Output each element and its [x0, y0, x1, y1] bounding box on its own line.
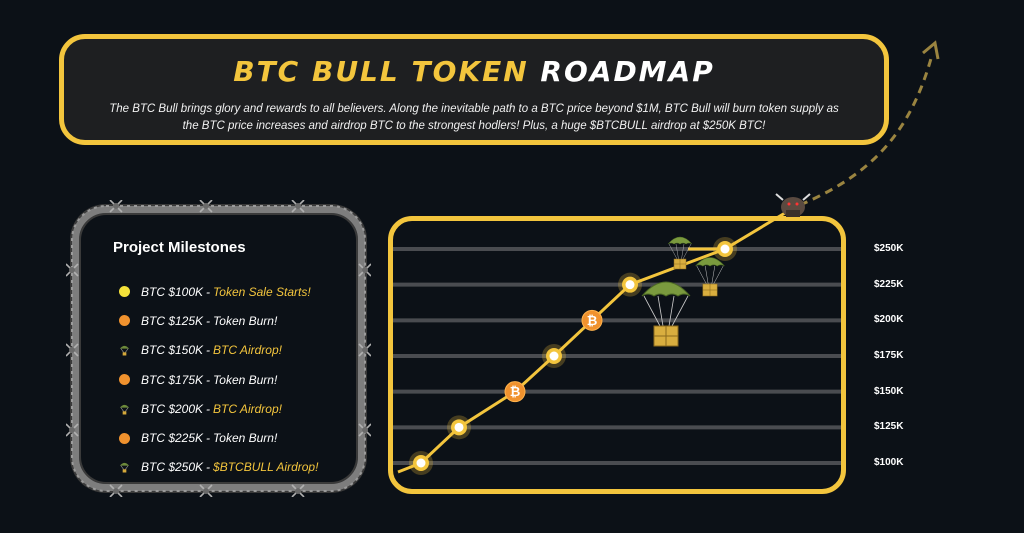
bitcoin-icon: ₿ [581, 309, 603, 331]
title-roadmap: ROADMAP [540, 55, 715, 88]
page-title: BTC BULL TOKEN ROADMAP [64, 55, 884, 88]
milestone-ring-marker [713, 237, 737, 261]
svg-text:₿: ₿ [587, 314, 598, 329]
parachute-crate-icon [695, 257, 725, 297]
parachute-crate-icon [667, 236, 693, 270]
y-tick-label: $250K [874, 243, 904, 254]
milestone-ring-marker [447, 415, 471, 440]
y-tick-label: $225K [874, 278, 904, 290]
y-tick-label: $175K [874, 350, 904, 361]
bull-icon [775, 193, 811, 217]
y-tick-label: $100K [874, 457, 904, 468]
title-token: BTC BULL TOKEN [233, 55, 529, 88]
roadmap-header: BTC BULL TOKEN ROADMAP The BTC Bull brin… [59, 34, 889, 145]
dashed-arrow-icon [799, 40, 940, 207]
milestone-ring-marker [542, 344, 566, 368]
svg-text:₿: ₿ [510, 385, 521, 400]
y-tick-label: $125K [874, 421, 904, 433]
bitcoin-icon: ₿ [504, 381, 526, 403]
y-tick-label: $150K [874, 385, 904, 397]
milestone-ring-marker [618, 272, 642, 297]
milestone-ring-marker [409, 451, 433, 475]
parachute-crate-icon [641, 281, 691, 347]
roadmap-description: The BTC Bull brings glory and rewards to… [109, 103, 839, 132]
y-tick-label: $200K [874, 314, 904, 326]
